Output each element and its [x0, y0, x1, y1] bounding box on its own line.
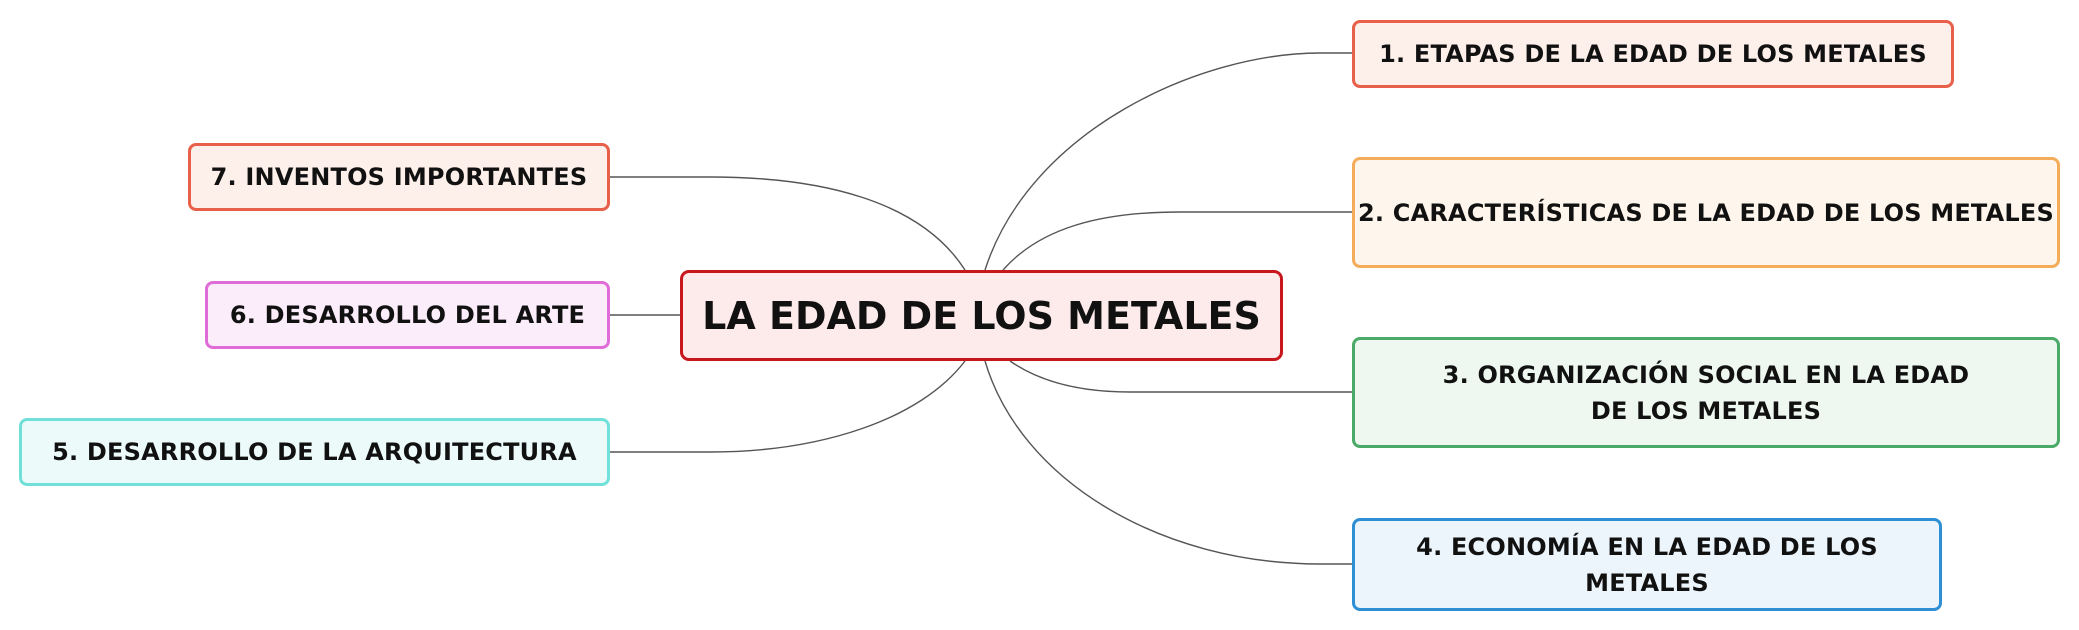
- branch-topic-7-label: 7. INVENTOS IMPORTANTES: [210, 163, 588, 191]
- branch-topic-6[interactable]: 6. DESARROLLO DEL ARTE: [205, 281, 610, 349]
- connector-central-to-2: [1002, 211, 1352, 271]
- branch-topic-2[interactable]: 2. CARACTERÍSTICAS DE LA EDAD DE LOS MET…: [1352, 157, 2060, 268]
- branch-topic-5[interactable]: 5. DESARROLLO DE LA ARQUITECTURA: [19, 418, 610, 486]
- branch-topic-2-label: 2. CARACTERÍSTICAS DE LA EDAD DE LOS MET…: [1358, 198, 2054, 227]
- branch-topic-7[interactable]: 7. INVENTOS IMPORTANTES: [188, 143, 610, 211]
- branch-topic-1[interactable]: 1. ETAPAS DE LA EDAD DE LOS METALES: [1352, 20, 1954, 88]
- connector-central-to-1: [984, 52, 1352, 271]
- branch-topic-1-label: 1. ETAPAS DE LA EDAD DE LOS METALES: [1379, 40, 1927, 68]
- branch-topic-3[interactable]: 3. ORGANIZACIÓN SOCIAL EN LA EDAD DE LOS…: [1352, 337, 2060, 448]
- connector-central-to-3: [1009, 360, 1352, 393]
- branch-topic-6-label: 6. DESARROLLO DEL ARTE: [229, 301, 586, 329]
- branch-topic-4[interactable]: 4. ECONOMÍA EN LA EDAD DE LOS METALES: [1352, 518, 1942, 611]
- connector-central-to-7: [610, 176, 966, 271]
- branch-topic-4-label: 4. ECONOMÍA EN LA EDAD DE LOS METALES: [1416, 532, 1878, 597]
- branch-topic-5-label: 5. DESARROLLO DE LA ARQUITECTURA: [52, 438, 577, 466]
- connector-central-to-4: [984, 360, 1352, 565]
- branch-topic-3-label: 3. ORGANIZACIÓN SOCIAL EN LA EDAD DE LOS…: [1442, 360, 1970, 425]
- connector-central-to-5: [610, 360, 966, 453]
- central-topic[interactable]: LA EDAD DE LOS METALES: [680, 270, 1283, 361]
- central-topic-label: LA EDAD DE LOS METALES: [702, 293, 1261, 338]
